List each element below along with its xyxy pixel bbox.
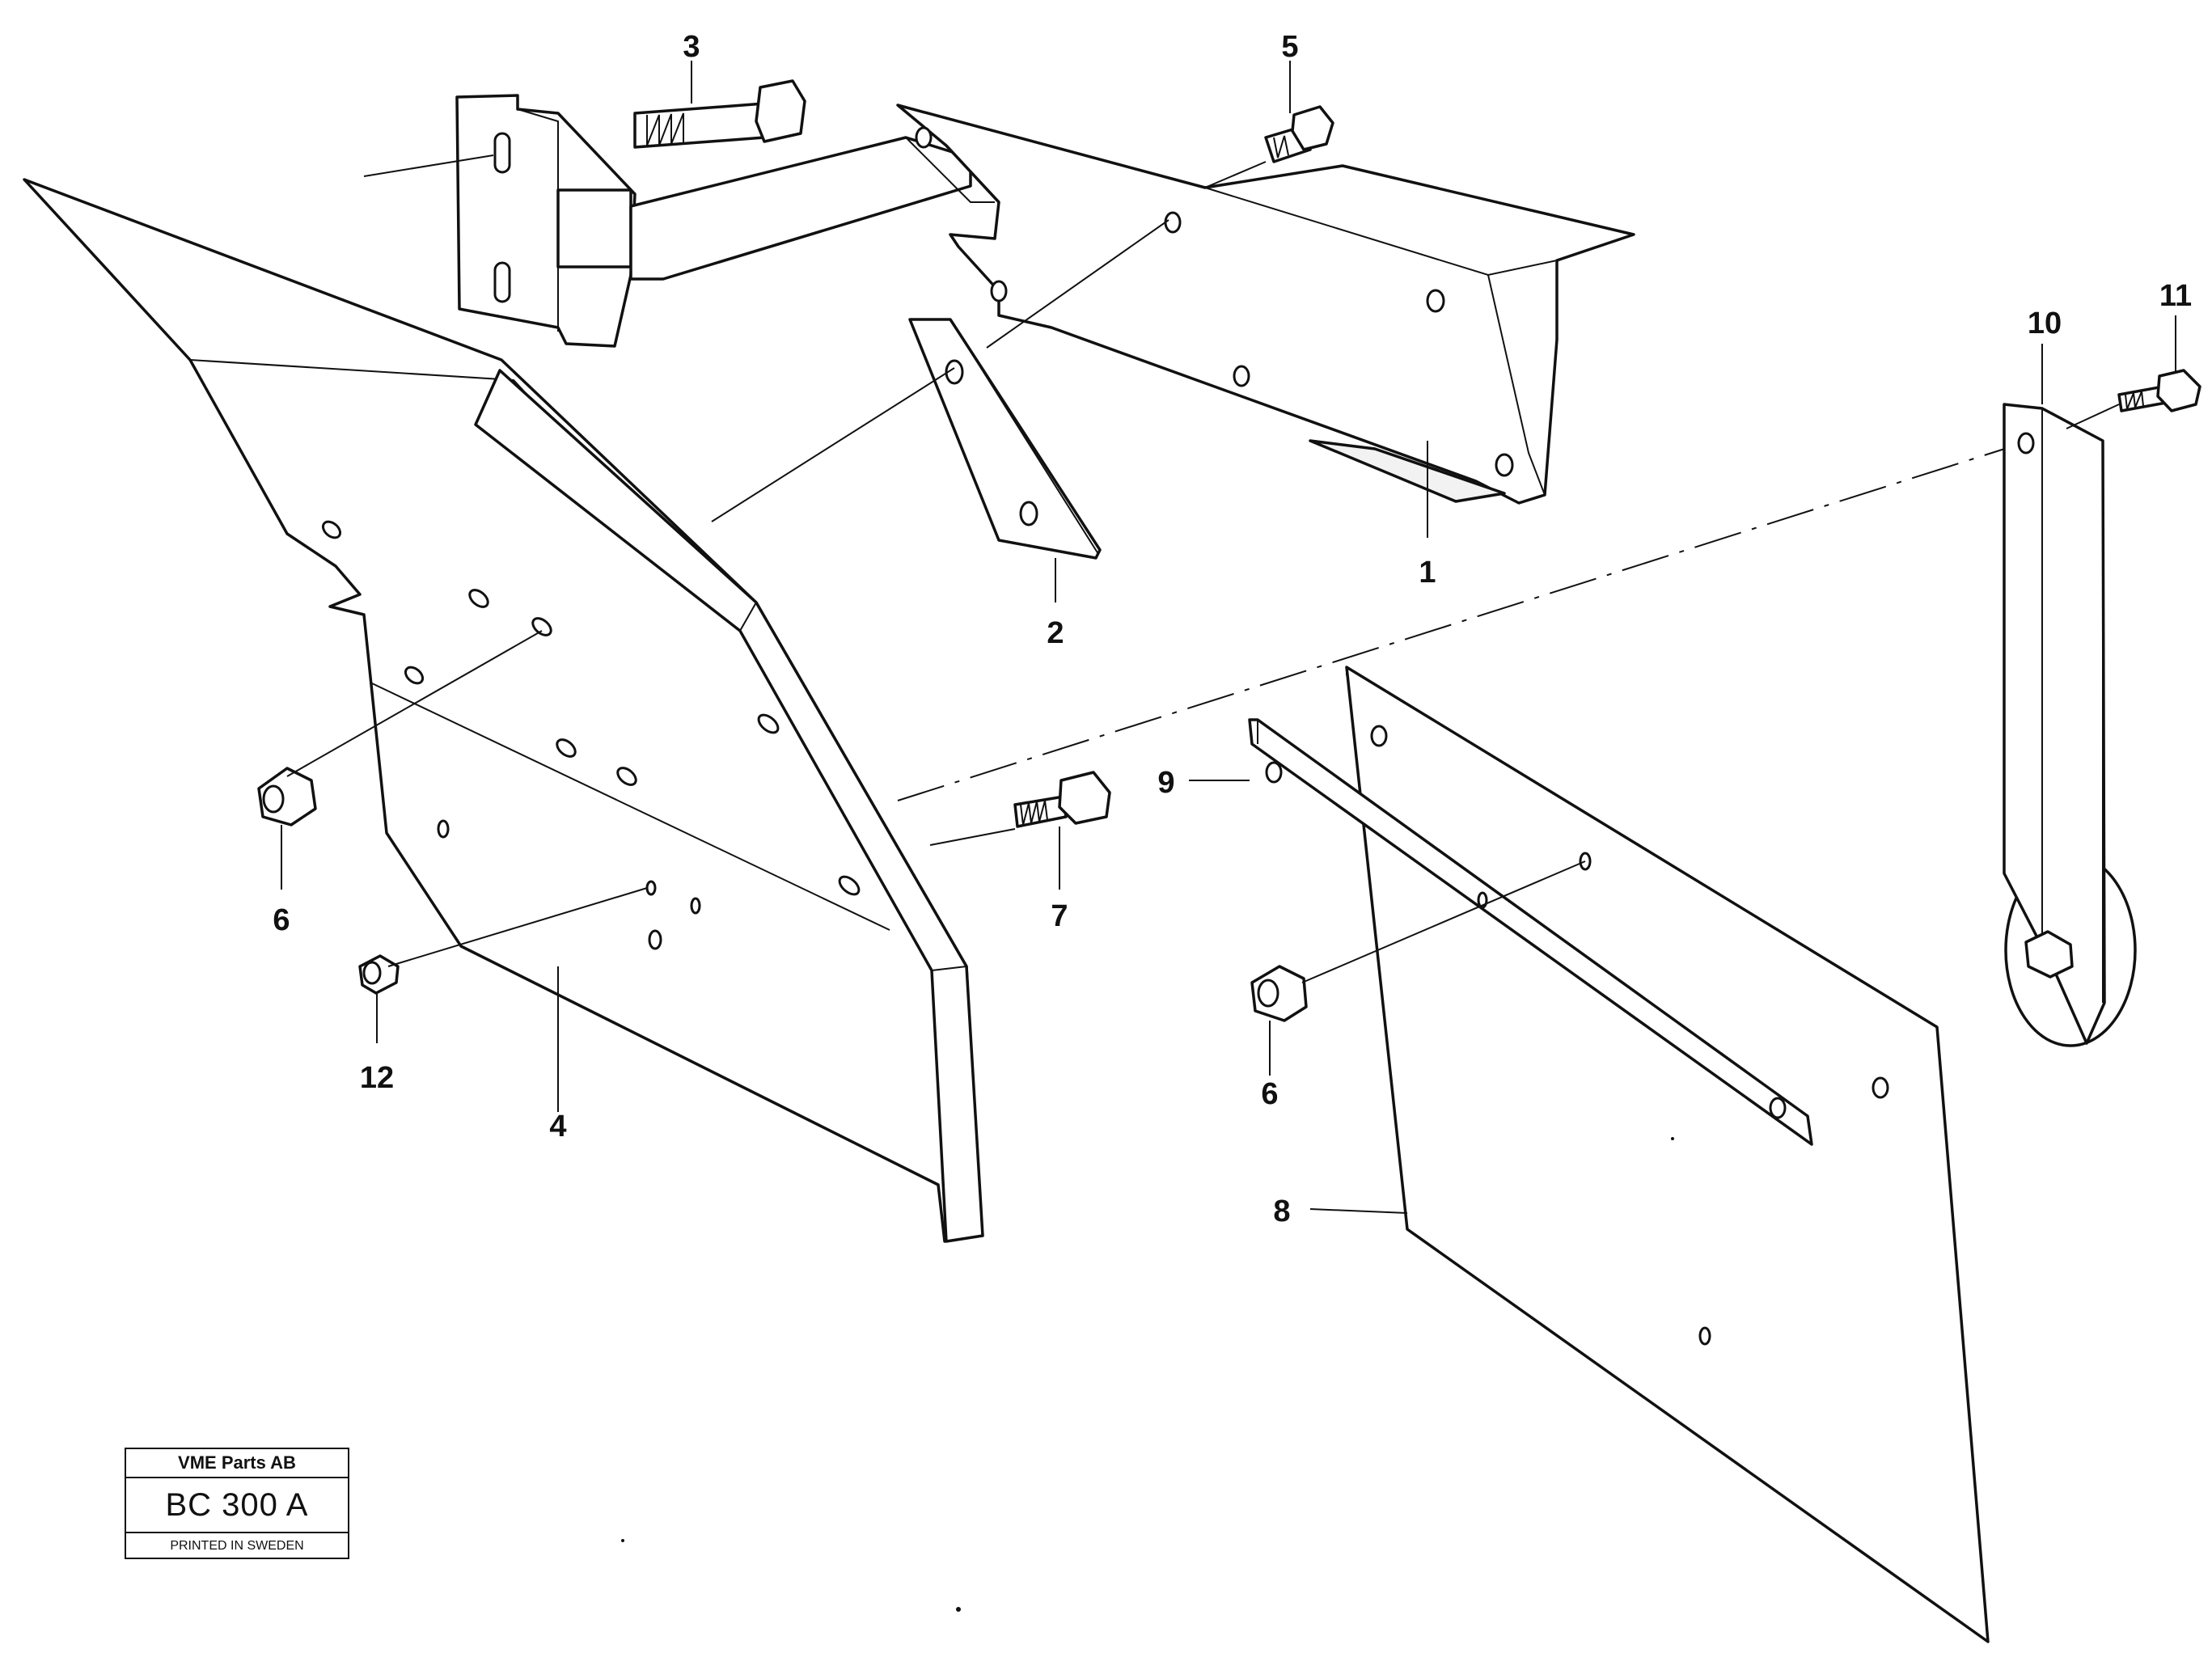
callout-5: 5 [1281, 30, 1298, 64]
callout-2: 2 [1047, 616, 1064, 650]
stamp-company: VME Parts AB [126, 1449, 348, 1478]
part-5-bolt [1204, 61, 1334, 188]
callout-12: 12 [360, 1061, 394, 1095]
callout-3: 3 [683, 30, 700, 64]
assembly-line-2 [711, 367, 955, 522]
callout-1: 1 [1419, 556, 1436, 590]
stamp-code: BC 300 A [126, 1478, 348, 1533]
part-11-bolt [2066, 315, 2201, 429]
callout-10: 10 [2028, 307, 2062, 340]
part-12-nut [358, 887, 648, 1043]
callout-4: 4 [549, 1110, 566, 1144]
callout-11: 11 [2159, 279, 2192, 313]
part-3-bracket [363, 94, 995, 348]
speck [1671, 1137, 1674, 1140]
speck [956, 1607, 961, 1612]
part-8-large-plate [1309, 666, 1990, 1643]
stamp-printed: PRINTED IN SWEDEN [170, 1539, 304, 1553]
callout-9: 9 [1157, 766, 1174, 800]
part-7-bolt [929, 771, 1111, 890]
assembly-line-1 [986, 219, 1169, 349]
speck [621, 1539, 624, 1542]
part-1-main-bracket [896, 104, 1635, 538]
part-3-bolt [633, 61, 806, 149]
part-10-strap [2003, 344, 2137, 1047]
callout-7: 7 [1051, 899, 1068, 933]
center-line [897, 440, 2031, 801]
part-6-nut-right [1250, 860, 1586, 1076]
title-stamp: VME Parts AB BC 300 A PRINTED IN SWEDEN [125, 1448, 349, 1559]
callout-6-left: 6 [273, 903, 290, 937]
part-6-nut-left [257, 630, 543, 890]
part-9-strip [1189, 718, 1813, 1146]
callout-6-right: 6 [1261, 1077, 1278, 1111]
part-2-plate [908, 318, 1102, 602]
callout-8: 8 [1273, 1194, 1290, 1228]
part-4-side-plate [23, 178, 984, 1243]
